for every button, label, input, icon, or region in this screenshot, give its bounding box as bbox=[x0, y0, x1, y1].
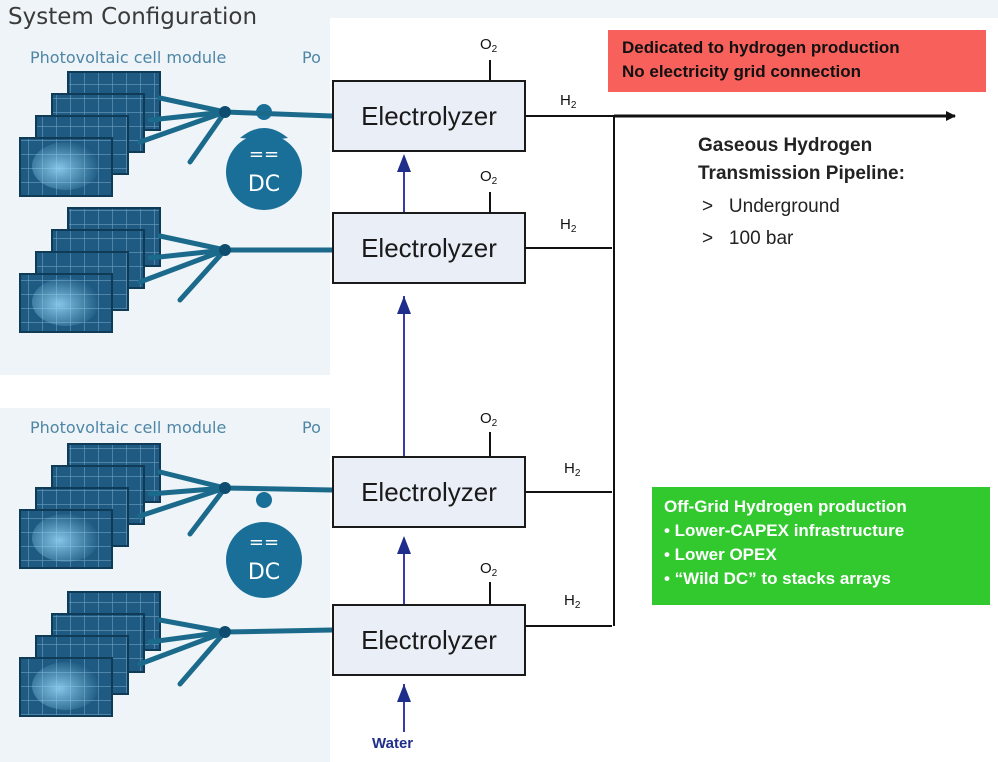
water-arrows bbox=[397, 154, 411, 732]
wire-upper-1d bbox=[187, 109, 228, 165]
pipeline-item-underground: > Underground bbox=[702, 196, 840, 217]
o2-label-3: O2 bbox=[480, 410, 498, 429]
off-grid-benefits-box: Off-Grid Hydrogen production • Lower-CAP… bbox=[652, 487, 990, 605]
wire-junction-1 bbox=[219, 244, 231, 256]
wire-upper-1a bbox=[157, 95, 335, 119]
pv-panel-highlight-3 bbox=[32, 662, 100, 710]
dc-label-lower: DC bbox=[247, 560, 281, 585]
power-label-upper: Po bbox=[302, 48, 321, 67]
pv-panel-highlight-1 bbox=[32, 278, 100, 326]
electrolyzer-1: Electrolyzer bbox=[332, 80, 526, 152]
pv-module-stacks bbox=[19, 71, 161, 717]
o2-label-1: O2 bbox=[480, 36, 498, 55]
green-box-title: Off-Grid Hydrogen production bbox=[664, 497, 907, 516]
wire-upper-2d bbox=[177, 247, 228, 303]
h2-label-3: H2 bbox=[564, 460, 581, 479]
electrolyzer-4: Electrolyzer bbox=[332, 604, 526, 676]
red-box-line-2: No electricity grid connection bbox=[622, 62, 861, 81]
wire-upper-2c bbox=[137, 247, 228, 285]
wire-junction-0 bbox=[219, 106, 231, 118]
electrolyzer-2: Electrolyzer bbox=[332, 212, 526, 284]
module-label-lower: Photovoltaic cell module bbox=[30, 418, 227, 437]
o2-label-2: O2 bbox=[480, 168, 498, 187]
pipeline-title-line-2: Transmission Pipeline: bbox=[698, 163, 905, 184]
h2-label-1: H2 bbox=[560, 92, 577, 111]
wire-upper-2b bbox=[147, 247, 228, 261]
pipeline-title-line-1: Gaseous Hydrogen bbox=[698, 135, 873, 156]
top-strip-background bbox=[330, 0, 998, 18]
h2-label-2: H2 bbox=[560, 216, 577, 235]
system-title: System Configuration bbox=[8, 4, 258, 30]
dc-label-upper: DC bbox=[247, 172, 281, 197]
h2-lines bbox=[526, 111, 956, 627]
pv-panel-highlight-2 bbox=[32, 514, 100, 562]
wire-lower-3b bbox=[147, 485, 228, 497]
wire-lower-3c bbox=[137, 485, 228, 519]
wire-upper-1b bbox=[147, 109, 228, 123]
green-box-item-wild-dc: • “Wild DC” to stacks arrays bbox=[664, 569, 891, 588]
wire-junction-2 bbox=[219, 482, 231, 494]
o2-label-4: O2 bbox=[480, 560, 498, 579]
water-label: Water bbox=[372, 735, 414, 752]
dc-symbol-lower: == bbox=[248, 532, 280, 553]
wire-upper-2a bbox=[157, 233, 335, 253]
power-label-lower: Po bbox=[302, 418, 321, 437]
dc-symbol-upper: == bbox=[248, 144, 280, 165]
dc-wiring bbox=[137, 95, 335, 687]
wire-lower-3a bbox=[157, 469, 335, 493]
wire-upper-1c bbox=[137, 109, 228, 145]
wire-lower-4c bbox=[137, 629, 228, 667]
h2-label-4: H2 bbox=[564, 592, 581, 611]
pipeline-title: Gaseous Hydrogen Transmission Pipeline: bbox=[698, 132, 905, 188]
wire-lower-4b bbox=[147, 629, 228, 645]
dc-bubble-lower bbox=[226, 492, 302, 598]
wire-lower-4d bbox=[177, 629, 228, 687]
module-label-upper: Photovoltaic cell module bbox=[30, 48, 227, 67]
dedicated-production-note: Dedicated to hydrogen production No elec… bbox=[608, 30, 986, 92]
pipeline-item-pressure: > 100 bar bbox=[702, 228, 794, 249]
electrolyzer-3: Electrolyzer bbox=[332, 456, 526, 528]
wire-lower-4a bbox=[157, 617, 335, 635]
pv-panel-highlight-0 bbox=[32, 142, 100, 190]
red-box-line-1: Dedicated to hydrogen production bbox=[622, 38, 900, 57]
green-box-item-capex: • Lower-CAPEX infrastructure bbox=[664, 521, 905, 540]
wire-lower-3d bbox=[187, 485, 228, 537]
wire-junction-3 bbox=[219, 626, 231, 638]
green-box-item-opex: • Lower OPEX bbox=[664, 545, 777, 564]
